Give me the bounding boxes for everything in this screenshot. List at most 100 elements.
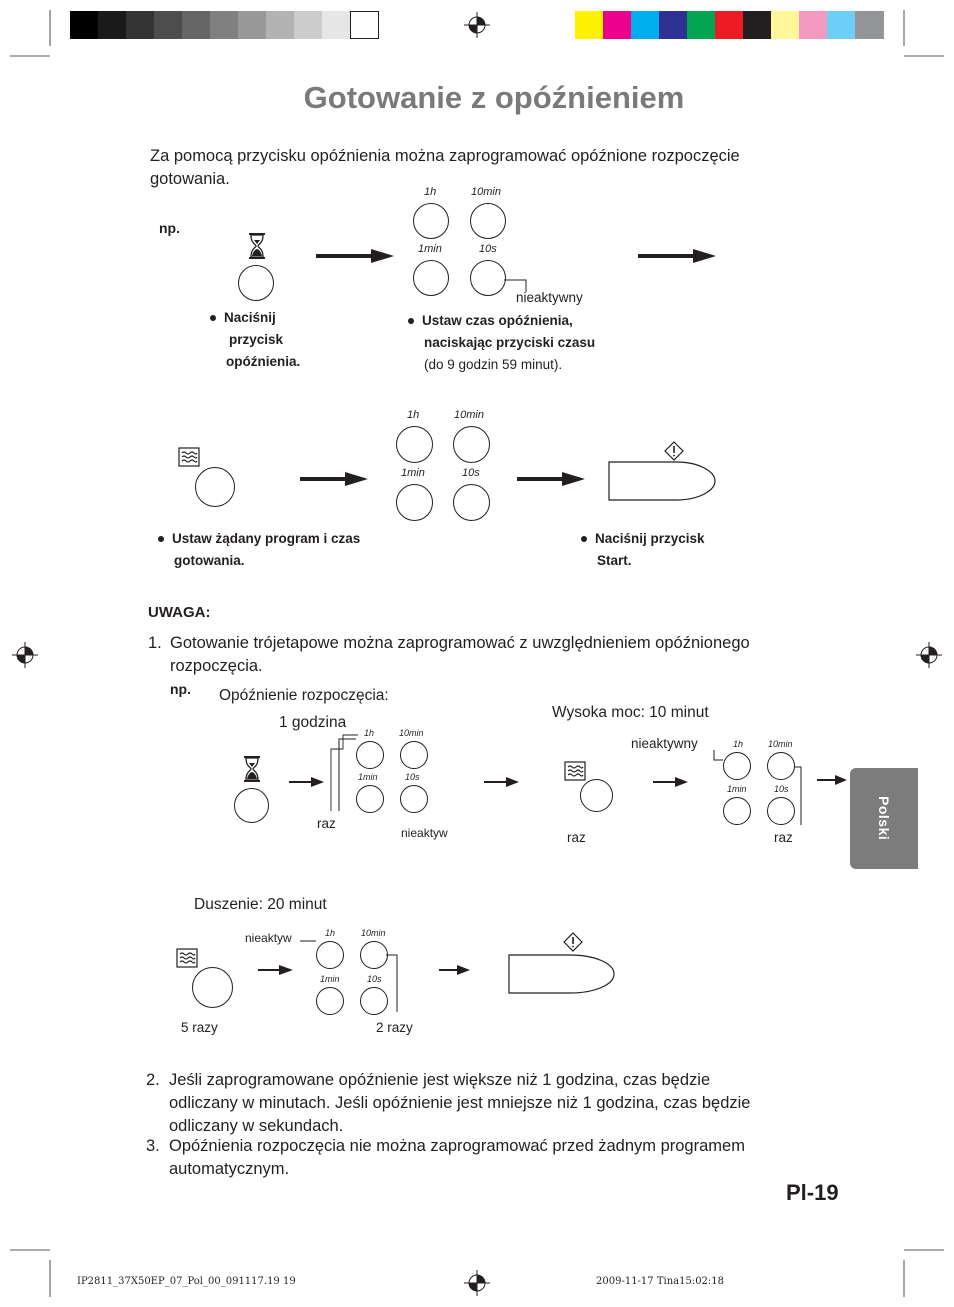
calibration-swatch [659, 11, 688, 39]
registration-mark-icon [11, 641, 39, 669]
label-1min: 1min [320, 974, 340, 984]
time-button-1h[interactable] [356, 741, 384, 769]
label-10s: 10s [479, 243, 497, 255]
microwave-wave-icon [178, 447, 200, 467]
label-1min: 1min [358, 772, 378, 782]
inactive-label: nieaktyw [401, 826, 448, 840]
note-item-2-number: 2. [146, 1071, 160, 1089]
time-button-1h[interactable] [723, 752, 751, 780]
label-1min: 1min [727, 784, 747, 794]
time-button-1h[interactable] [316, 941, 344, 969]
label-10s: 10s [462, 467, 480, 479]
calibration-swatch [154, 11, 183, 39]
label-10min: 10min [454, 409, 484, 421]
calibration-swatch [827, 11, 856, 39]
label-10s: 10s [367, 974, 382, 984]
inactive-label: nieaktywny [516, 290, 583, 305]
label-1h: 1h [407, 409, 420, 421]
time-button-10s[interactable] [767, 797, 795, 825]
label-1min: 1min [418, 243, 442, 255]
time-button-10s[interactable] [400, 785, 428, 813]
example-label: np. [159, 220, 180, 236]
calibration-swatch [575, 11, 604, 39]
step-press-start: Naciśnij przycisk Start. [581, 528, 705, 572]
calibration-swatch [715, 11, 744, 39]
step-set-delay: Ustaw czas opóźnienia, naciskając przyci… [408, 310, 595, 376]
start-button[interactable] [508, 954, 615, 994]
time-button-10s[interactable] [453, 484, 490, 521]
step-press-delay: Naciśnij przycisk opóźnienia. [210, 307, 300, 373]
language-tab [850, 768, 918, 869]
time-button-10min[interactable] [470, 203, 506, 239]
calibration-swatch [603, 11, 632, 39]
label-10s: 10s [774, 784, 789, 794]
microwave-button[interactable] [195, 467, 235, 507]
hourglass-icon [243, 756, 261, 782]
note-item-1: Gotowanie trójetapowe można zaprogramowa… [170, 634, 750, 675]
hourglass-icon [248, 233, 266, 259]
microwave-wave-icon [176, 948, 198, 968]
calibration-swatch [771, 11, 800, 39]
microwave-button[interactable] [580, 779, 613, 812]
calibration-swatch [126, 11, 155, 39]
time-button-10min[interactable] [453, 426, 490, 463]
inactive-label: nieaktyw [245, 931, 292, 945]
time-button-10min[interactable] [400, 741, 428, 769]
label-1h: 1h [364, 728, 375, 738]
time-button-1min[interactable] [396, 484, 433, 521]
registration-mark-icon [915, 641, 943, 669]
bullet-icon [158, 536, 164, 543]
note-item-3-number: 3. [146, 1137, 160, 1155]
label-1h: 1h [325, 928, 336, 938]
page-title: Gotowanie z opóźnieniem [303, 80, 685, 115]
example-label: np. [170, 681, 191, 697]
label-1h: 1h [424, 186, 437, 198]
note-item-1-number: 1. [148, 634, 162, 652]
once-label: raz [774, 830, 793, 845]
note-item-3: Opóźnienia rozpoczęcia nie można zaprogr… [169, 1137, 745, 1178]
calibration-swatch [687, 11, 716, 39]
calibration-swatch [350, 11, 379, 39]
time-button-10min[interactable] [360, 941, 388, 969]
calibration-swatch [182, 11, 211, 39]
delay-button[interactable] [234, 788, 269, 823]
time-button-1h[interactable] [413, 203, 449, 239]
footer-timestamp: 2009-11-17 Tina15:02:18 [596, 1276, 725, 1287]
time-button-10s[interactable] [360, 987, 388, 1015]
start-button[interactable] [608, 461, 716, 501]
intro-text: Za pomocą przycisku opóźnienia można zap… [150, 147, 740, 188]
high-power-label: Wysoka moc: 10 minut [552, 704, 709, 721]
calibration-swatch [799, 11, 828, 39]
bullet-icon [210, 315, 216, 322]
registration-mark-icon [463, 1269, 491, 1297]
bullet-icon [408, 318, 414, 325]
label-1h: 1h [733, 739, 744, 749]
note-heading: UWAGA: [148, 604, 211, 621]
calibration-swatch [631, 11, 660, 39]
start-diamond-icon [563, 932, 583, 952]
calibration-swatch [322, 11, 351, 39]
delay-value-label: 1 godzina [279, 714, 347, 731]
five-times-label: 5 razy [181, 1020, 218, 1035]
microwave-button[interactable] [192, 967, 233, 1008]
time-button-1min[interactable] [316, 987, 344, 1015]
time-button-10s[interactable] [470, 260, 506, 296]
calibration-swatch [70, 11, 99, 39]
time-button-1min[interactable] [723, 797, 751, 825]
crop-marks [10, 10, 944, 1297]
time-button-1min[interactable] [356, 785, 384, 813]
registration-mark-icon [463, 11, 491, 39]
delay-button[interactable] [238, 265, 274, 301]
time-button-10min[interactable] [767, 752, 795, 780]
time-button-1h[interactable] [396, 426, 433, 463]
calibration-swatch [743, 11, 772, 39]
label-10s: 10s [405, 772, 420, 782]
label-1min: 1min [401, 467, 425, 479]
label-10min: 10min [361, 928, 386, 938]
calibration-swatch [238, 11, 267, 39]
label-10min: 10min [471, 186, 501, 198]
calibration-swatch [294, 11, 323, 39]
calibration-swatch [210, 11, 239, 39]
time-button-1min[interactable] [413, 260, 449, 296]
footer-file-info: IP2811_37X50EP_07_Pol_00_091117.19 19 [77, 1276, 296, 1287]
